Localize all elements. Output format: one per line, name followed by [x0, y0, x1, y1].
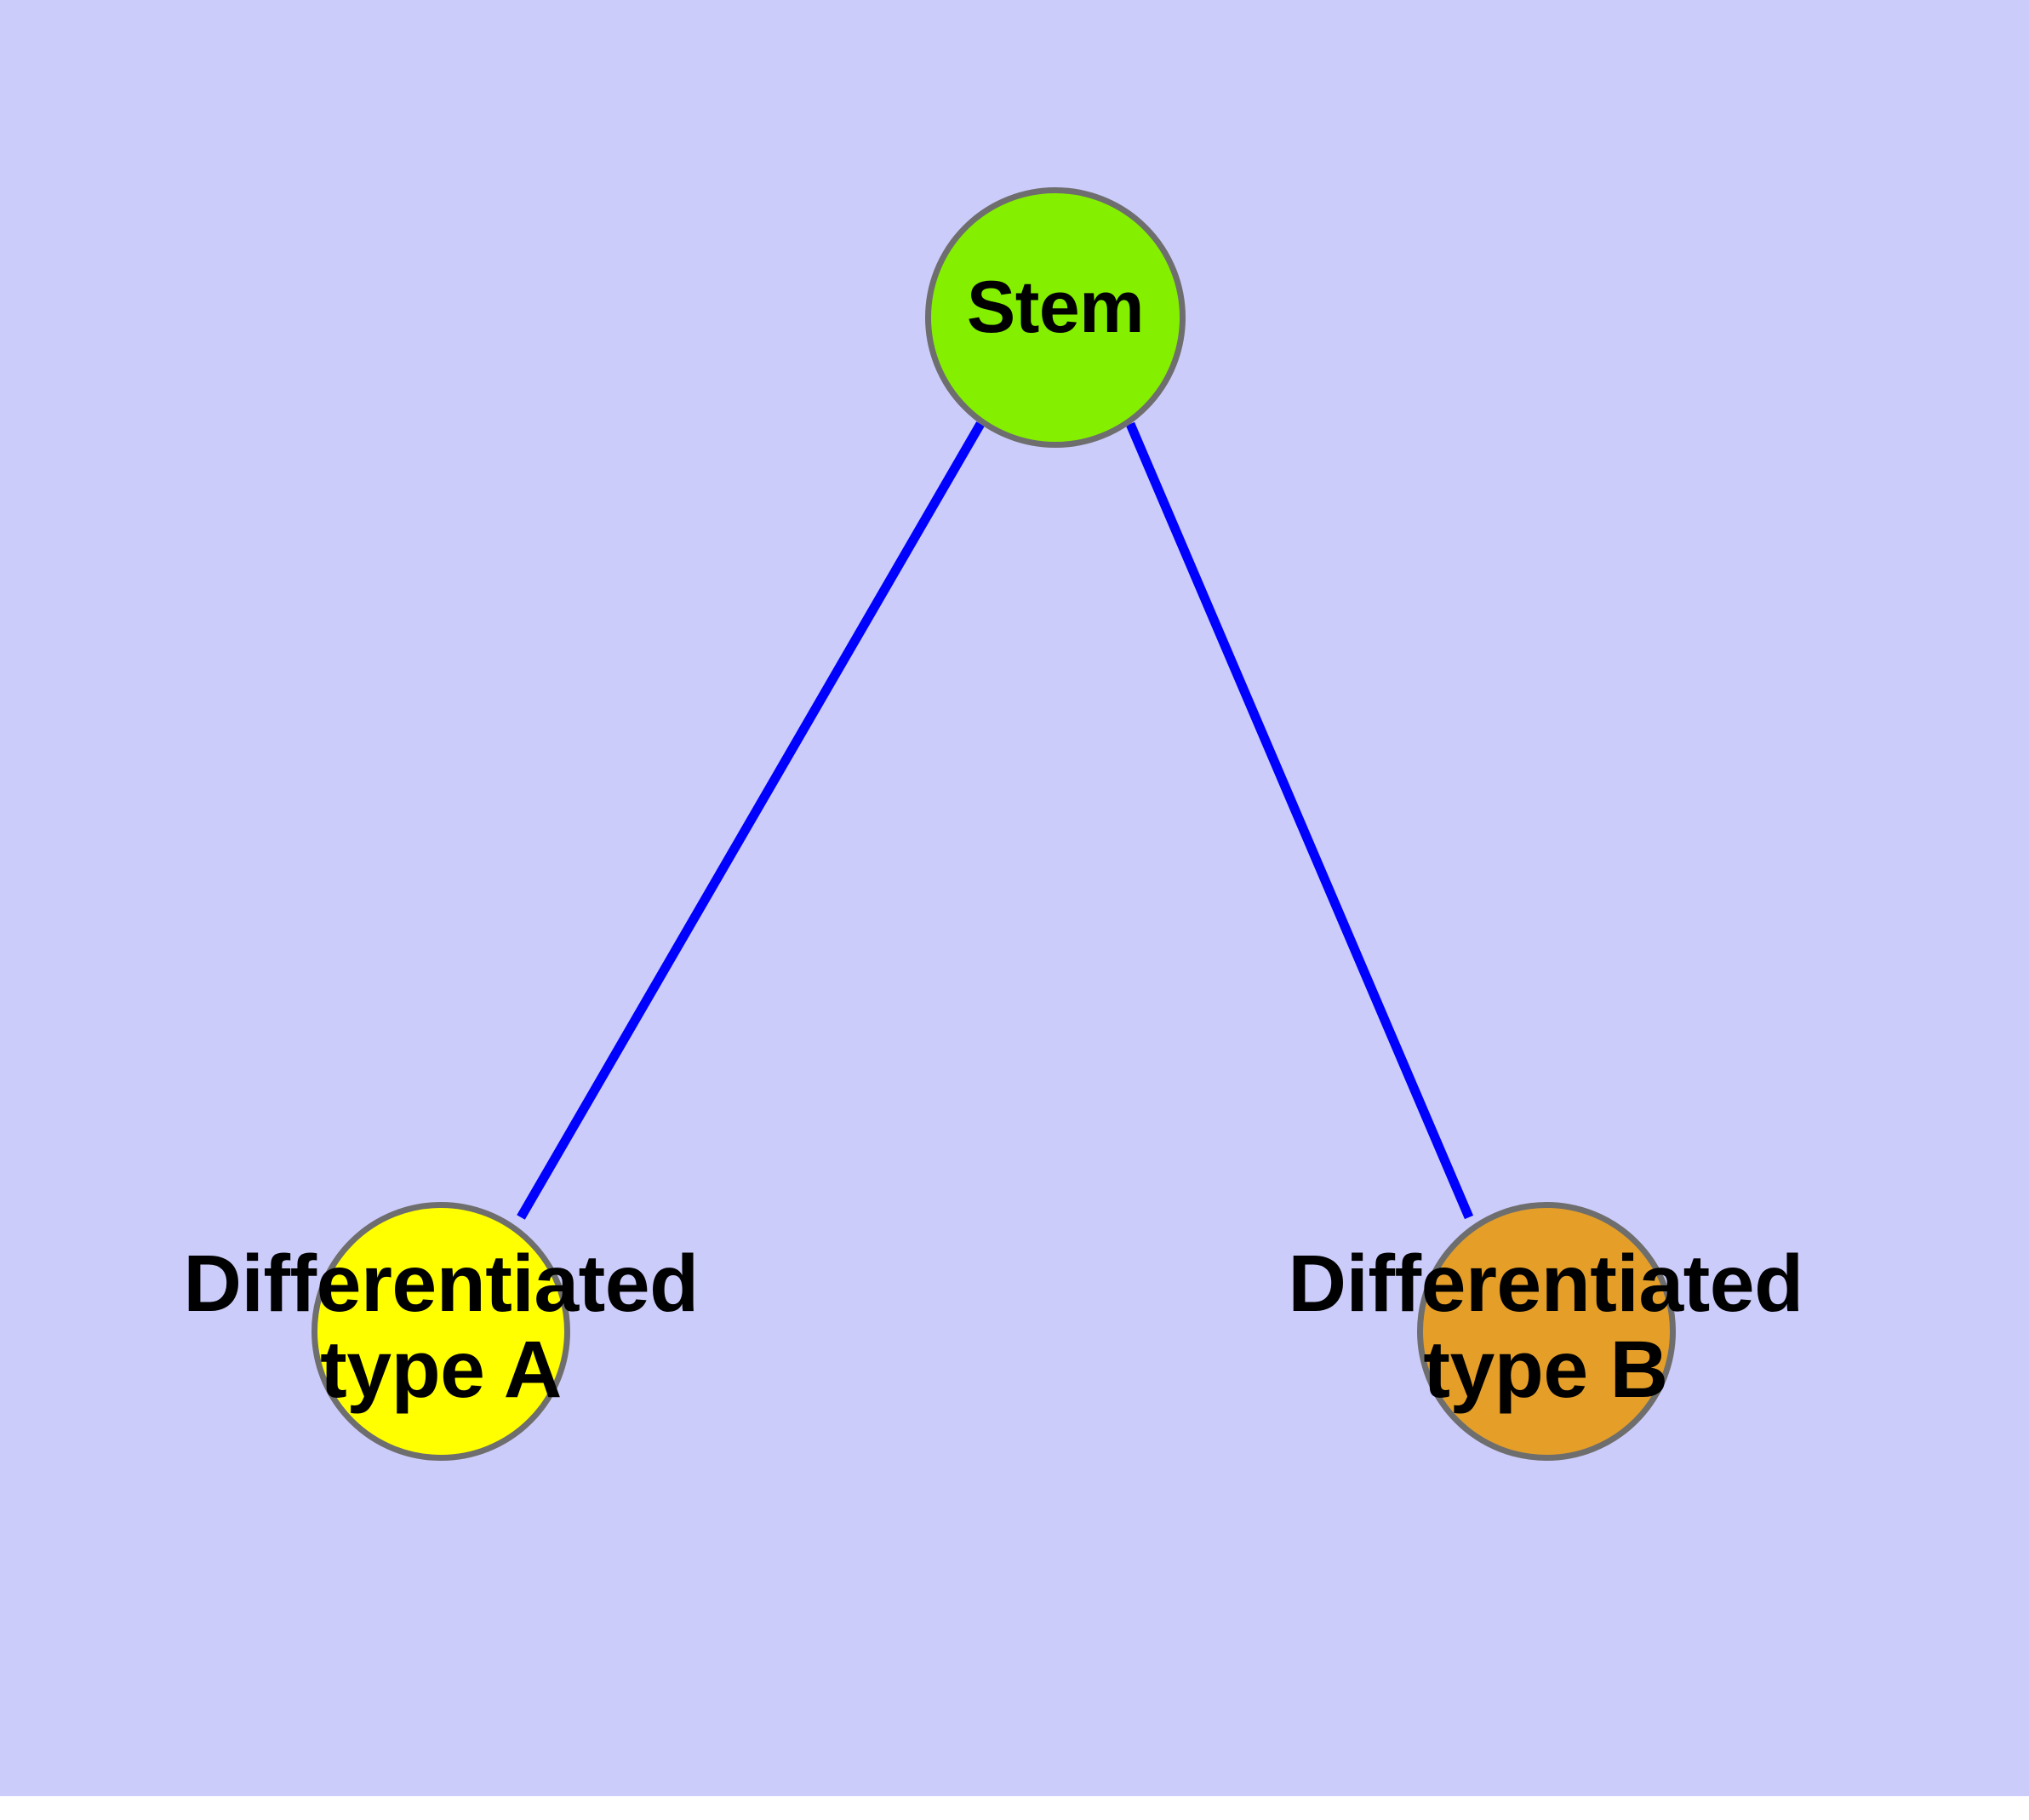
node-differentiated-type-b[interactable]: [1417, 1202, 1676, 1461]
node-stem[interactable]: [925, 187, 1186, 448]
edge-stem-to-type-b: [1125, 421, 1474, 1220]
edge-stem-to-type-a: [517, 421, 985, 1220]
node-differentiated-type-a[interactable]: [311, 1202, 570, 1461]
